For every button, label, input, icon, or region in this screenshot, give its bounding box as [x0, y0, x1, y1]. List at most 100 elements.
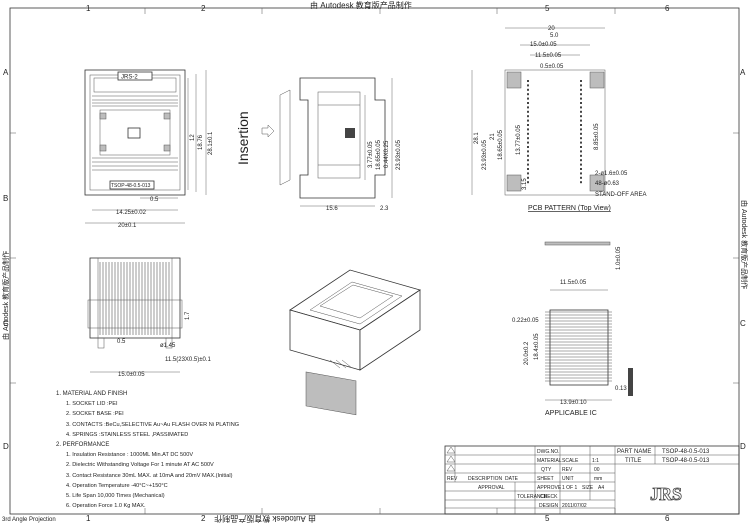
dim-top-pitch: 0.5	[150, 197, 159, 203]
dim-pcb-h4: 18.65±0.05	[498, 129, 504, 160]
dim-pcb-h5: 13.77±0.05	[516, 124, 522, 155]
insertion-arrow-icon	[261, 124, 275, 138]
applicable-ic-view: 1.0±0.05 11.5±0.05 0.22±0.05 20.0±0.2 18…	[512, 241, 633, 417]
grid-col-6-bottom: 6	[665, 514, 670, 523]
dim-front-pitch: 11.5(23X0.5)±0.1	[165, 357, 212, 363]
pcb-pad	[580, 106, 582, 109]
sheet-value: 1 OF 1	[562, 485, 578, 491]
pcb-pad	[580, 84, 582, 87]
pcb-pad	[580, 80, 582, 82]
dim-pcb-h1: 28.1	[474, 132, 480, 144]
part-name-value: TSOP-48-0.5-013	[662, 449, 710, 455]
pcb-pad	[527, 119, 529, 122]
rev-header: REV	[447, 476, 458, 482]
dim-pcb-hole1: 2-ø1.6±0.05	[595, 171, 628, 177]
dim-front-w: 15.0±0.05	[118, 372, 145, 378]
dim-top-inner: 14.25±0.02	[116, 210, 147, 216]
dim-pcb-a: 5.0	[550, 33, 559, 39]
pcb-pad	[580, 102, 582, 104]
approve-label: APPROVE	[537, 485, 562, 491]
dim-pcb-b: 15.0±0.05	[530, 42, 557, 48]
pcb-pad	[527, 181, 529, 184]
pcb-pad	[527, 102, 529, 104]
grid-col-5: 5	[545, 4, 550, 13]
notes-heading-material: 1. MATERIAL AND FINISH	[56, 391, 128, 397]
scale-label: SCALE	[562, 458, 579, 464]
dim-side-w1: 15.6	[326, 206, 338, 212]
pcb-pad	[527, 84, 529, 87]
grid-row-a: A	[3, 68, 9, 77]
date-value: 2011/07/02	[562, 503, 587, 509]
grid-col-labels: 1 2 5 6 1 2 5 6 A B C D A C D	[3, 4, 746, 523]
pcb-pad	[527, 137, 529, 140]
pcb-pad	[580, 88, 582, 91]
dim-pcb-h2: 23.93±0.05	[482, 139, 488, 170]
grid-col-5-bottom: 5	[545, 514, 550, 523]
pcb-pattern-view: 20 5.0 15.0±0.05 11.5±0.05 0.5±0.05 28.1…	[471, 26, 647, 212]
dim-ic-h2: 18.4±0.05	[534, 333, 540, 360]
pcb-pad	[580, 119, 582, 122]
note-performance-6: 6. Operation Force 1.0 Kg MAX.	[66, 503, 146, 510]
dim-pcb-w: 20	[548, 26, 555, 32]
socket-isometric-view	[289, 269, 421, 416]
watermark-bottom: 由 Autodesk 教育版产品制作	[214, 514, 316, 524]
unit-value: mm	[594, 476, 602, 482]
pcb-pad	[527, 168, 529, 170]
grid-col-6: 6	[665, 4, 670, 13]
pcb-pad	[580, 128, 582, 131]
grid-row-a-right: A	[740, 68, 746, 77]
dim-top-h2: 18.76	[198, 134, 204, 150]
pcb-title: PCB PATTERN (Top View)	[528, 205, 611, 212]
pcb-pad	[527, 110, 529, 113]
grid-row-d: D	[3, 442, 9, 451]
qty-label: QTY	[541, 467, 552, 473]
dim-pcb-c: 11.5±0.05	[535, 53, 562, 59]
title-value: TSOP-48-0.5-013	[662, 458, 710, 464]
grid-col-1-bottom: 1	[86, 514, 91, 523]
dim-ic-t: 0.22±0.05	[512, 318, 539, 324]
dim-top-width: 20±0.1	[118, 223, 137, 229]
date-header: DATE	[505, 476, 519, 482]
dim-ic-th: 0.13	[615, 386, 627, 392]
pcb-pad	[527, 124, 529, 126]
unit-label: UNIT	[562, 476, 574, 482]
pcb-pad	[527, 97, 529, 100]
size-label: SIZE	[582, 485, 594, 491]
pcb-pad	[580, 181, 582, 184]
pcb-pad	[527, 132, 529, 135]
tolerance-label: TOLERANCE	[517, 494, 548, 500]
pcb-pad	[527, 115, 529, 118]
note-material-4: 4. SPRINGS :STAINLESS STEEL ,PASSIMATED	[66, 431, 189, 438]
dim-side-d4: 23.93±0.05	[396, 139, 402, 170]
pcb-pad	[580, 172, 582, 175]
sheet-label: SHEET	[537, 476, 554, 482]
pcb-pad	[580, 132, 582, 135]
pcb-pad	[580, 150, 582, 153]
watermark-top: 由 Autodesk 教育版产品制作	[310, 0, 412, 10]
pcb-pad	[527, 93, 529, 96]
watermark-right: 由 Autodesk 教育版产品制作	[740, 200, 749, 289]
pcb-pad	[527, 80, 529, 82]
dim-ic-lead: 1.0±0.05	[616, 246, 622, 270]
pcb-pad	[527, 163, 529, 166]
pcb-pad	[580, 115, 582, 118]
pcb-pad	[580, 110, 582, 113]
title-label: TITLE	[625, 458, 641, 464]
material-label: MATERIAL	[537, 458, 562, 464]
pcb-pad	[527, 141, 529, 144]
company-logo: JRS	[650, 484, 682, 504]
note-performance-1: 1. Insulation Resistance : 1000ML Min.AT…	[66, 452, 194, 459]
pcb-pad	[527, 176, 529, 179]
pcb-pad	[527, 128, 529, 131]
pcb-pad-grid	[527, 80, 582, 184]
dim-front-hole: ø1.45	[160, 343, 176, 349]
pcb-pad	[580, 124, 582, 126]
grid-col-2-bottom: 2	[201, 514, 206, 523]
socket-side-view: 15.6 2.3 3.77±0.05 18.65±0.05 0.44X0.25 …	[279, 77, 402, 212]
dim-ic-w1: 11.5±0.05	[560, 280, 587, 286]
dim-front-b: 1.7	[185, 311, 191, 320]
note-material-2: 2. SOCKET BASE :PEI	[66, 411, 124, 418]
top-view-part: TSOP-48-0.5-013	[111, 183, 151, 189]
insertion-label: Insertion	[235, 111, 251, 165]
